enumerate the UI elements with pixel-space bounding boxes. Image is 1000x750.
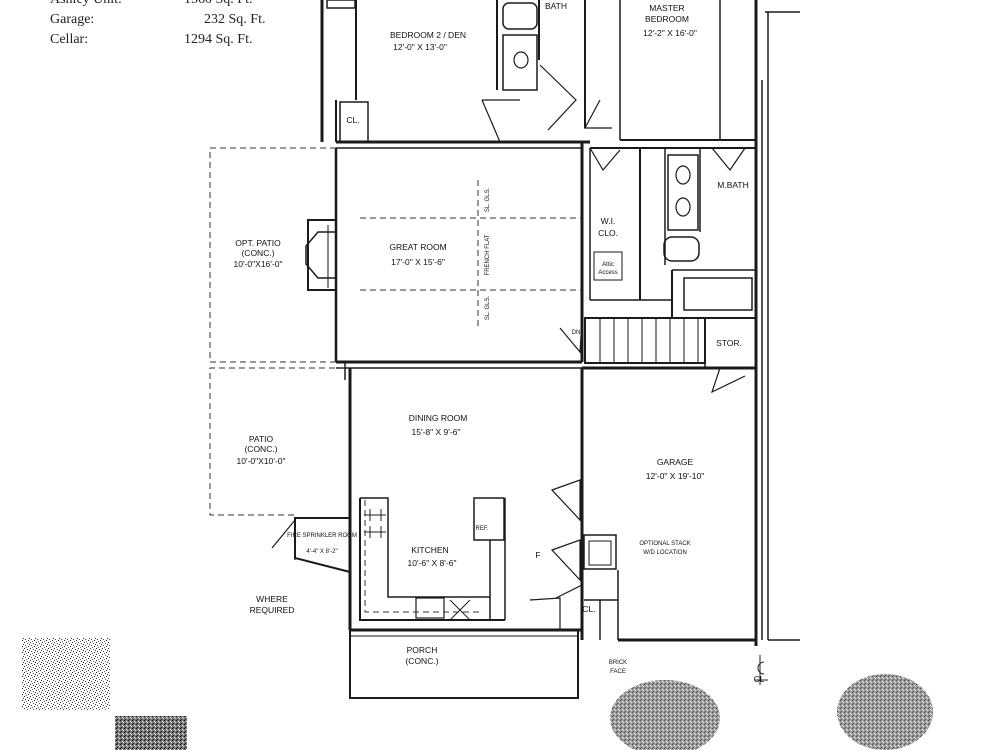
where-required-label-1: WHERE bbox=[256, 594, 288, 604]
wi-clo-label-1: W.I. bbox=[601, 216, 616, 226]
landscape-shrubs bbox=[610, 674, 933, 750]
centerline-symbol bbox=[755, 655, 768, 685]
dn-label: DN bbox=[572, 330, 581, 336]
brick-face-label-2: FACE bbox=[610, 669, 626, 675]
summary-value: 1560 Sq. Ft. bbox=[184, 0, 252, 8]
room-labels: BATH BEDROOM 2 / DEN 12'-0" X 13'-0" MAS… bbox=[234, 1, 765, 684]
opt-patio-label-1: OPT. PATIO bbox=[235, 238, 281, 248]
summary-value: 232 Sq. Ft. bbox=[204, 12, 266, 27]
sprinkler-room-label: FIRE SPRINKLER ROOM bbox=[287, 533, 357, 539]
great-room-size: 17'-0" X 15'-6" bbox=[391, 257, 445, 267]
bedroom2-label: BEDROOM 2 / DEN bbox=[390, 30, 466, 40]
dining-label: DINING ROOM bbox=[409, 413, 468, 423]
attic-label-1: Attic bbox=[602, 262, 614, 268]
scan-noise-block bbox=[22, 638, 110, 710]
sprinkler-room-size: 4'-4" X 8'-2" bbox=[306, 549, 337, 555]
cooktop bbox=[364, 509, 386, 538]
patio-label-2: (CONC.) bbox=[244, 444, 277, 454]
ref-label: REF. bbox=[475, 526, 488, 532]
garage-label: GARAGE bbox=[657, 457, 694, 467]
sl-glass-label-top: SL. GLS. bbox=[485, 188, 491, 213]
stair-treads bbox=[599, 318, 699, 363]
closet-top-label: CL. bbox=[346, 115, 359, 125]
attic-label-2: Access bbox=[598, 270, 617, 276]
letter-f-label: F bbox=[535, 550, 540, 560]
summary-label: Ashley Unit: bbox=[50, 0, 122, 8]
summary-row-cellar: Cellar: 1294 Sq. Ft. bbox=[50, 32, 280, 52]
porch-label-2: (CONC.) bbox=[405, 656, 438, 666]
dining-size: 15'-8" X 9'-6" bbox=[412, 427, 461, 437]
kitchen-size: 10'-6" X 8'-6" bbox=[408, 558, 457, 568]
garage-size: 12'-0" X 19'-10" bbox=[646, 471, 704, 481]
dashed-outlines bbox=[209, 147, 582, 613]
opt-patio-label-2: (CONC.) bbox=[241, 248, 274, 258]
bedroom2-size: 12'-0" X 13'-0" bbox=[393, 42, 447, 52]
where-required-label-2: REQUIRED bbox=[250, 605, 295, 615]
summary-value: 1294 Sq. Ft. bbox=[184, 32, 253, 47]
great-room-label: GREAT ROOM bbox=[389, 242, 446, 252]
brick-face-label-1: BRICK bbox=[609, 660, 627, 666]
optional-stack-label-2: W/D LOCATION bbox=[643, 550, 687, 556]
patio-size: 10'-0"X10'-0" bbox=[237, 456, 286, 466]
summary-label: Garage: bbox=[50, 12, 95, 27]
summary-label: Cellar: bbox=[50, 32, 89, 47]
centerline-label: CL bbox=[754, 674, 765, 684]
mbath-label: M.BATH bbox=[717, 180, 748, 190]
sl-glass-label-bottom: SL. GLS. bbox=[485, 296, 491, 321]
wi-clo-label-2: CLO. bbox=[598, 228, 618, 238]
summary-row-ashley: Ashley Unit: 1560 Sq. Ft. bbox=[50, 0, 280, 12]
porch-label-1: PORCH bbox=[407, 645, 438, 655]
french-flat-label: FRENCH FLAT bbox=[485, 234, 491, 275]
master-label-1: MASTER bbox=[649, 3, 684, 13]
patio-label-1: PATIO bbox=[249, 434, 274, 444]
bath-label: BATH bbox=[545, 1, 567, 11]
kitchen-label: KITCHEN bbox=[411, 545, 448, 555]
summary-row-garage: Garage: 232 Sq. Ft. bbox=[50, 12, 280, 32]
master-size: 12'-2" X 16'-0" bbox=[643, 28, 697, 38]
scan-noise-block-dark bbox=[115, 716, 187, 750]
walls bbox=[294, 0, 800, 699]
opt-patio-size: 10'-0"X16'-0" bbox=[234, 259, 283, 269]
area-summary: Ashley Unit: 1560 Sq. Ft. Garage: 232 Sq… bbox=[50, 0, 280, 52]
stor-label: STOR. bbox=[716, 338, 742, 348]
closet-bottom-label: CL. bbox=[582, 604, 595, 614]
optional-stack-label-1: OPTIONAL STACK bbox=[639, 541, 690, 547]
master-label-2: BEDROOM bbox=[645, 14, 689, 24]
door-swings bbox=[271, 64, 746, 630]
